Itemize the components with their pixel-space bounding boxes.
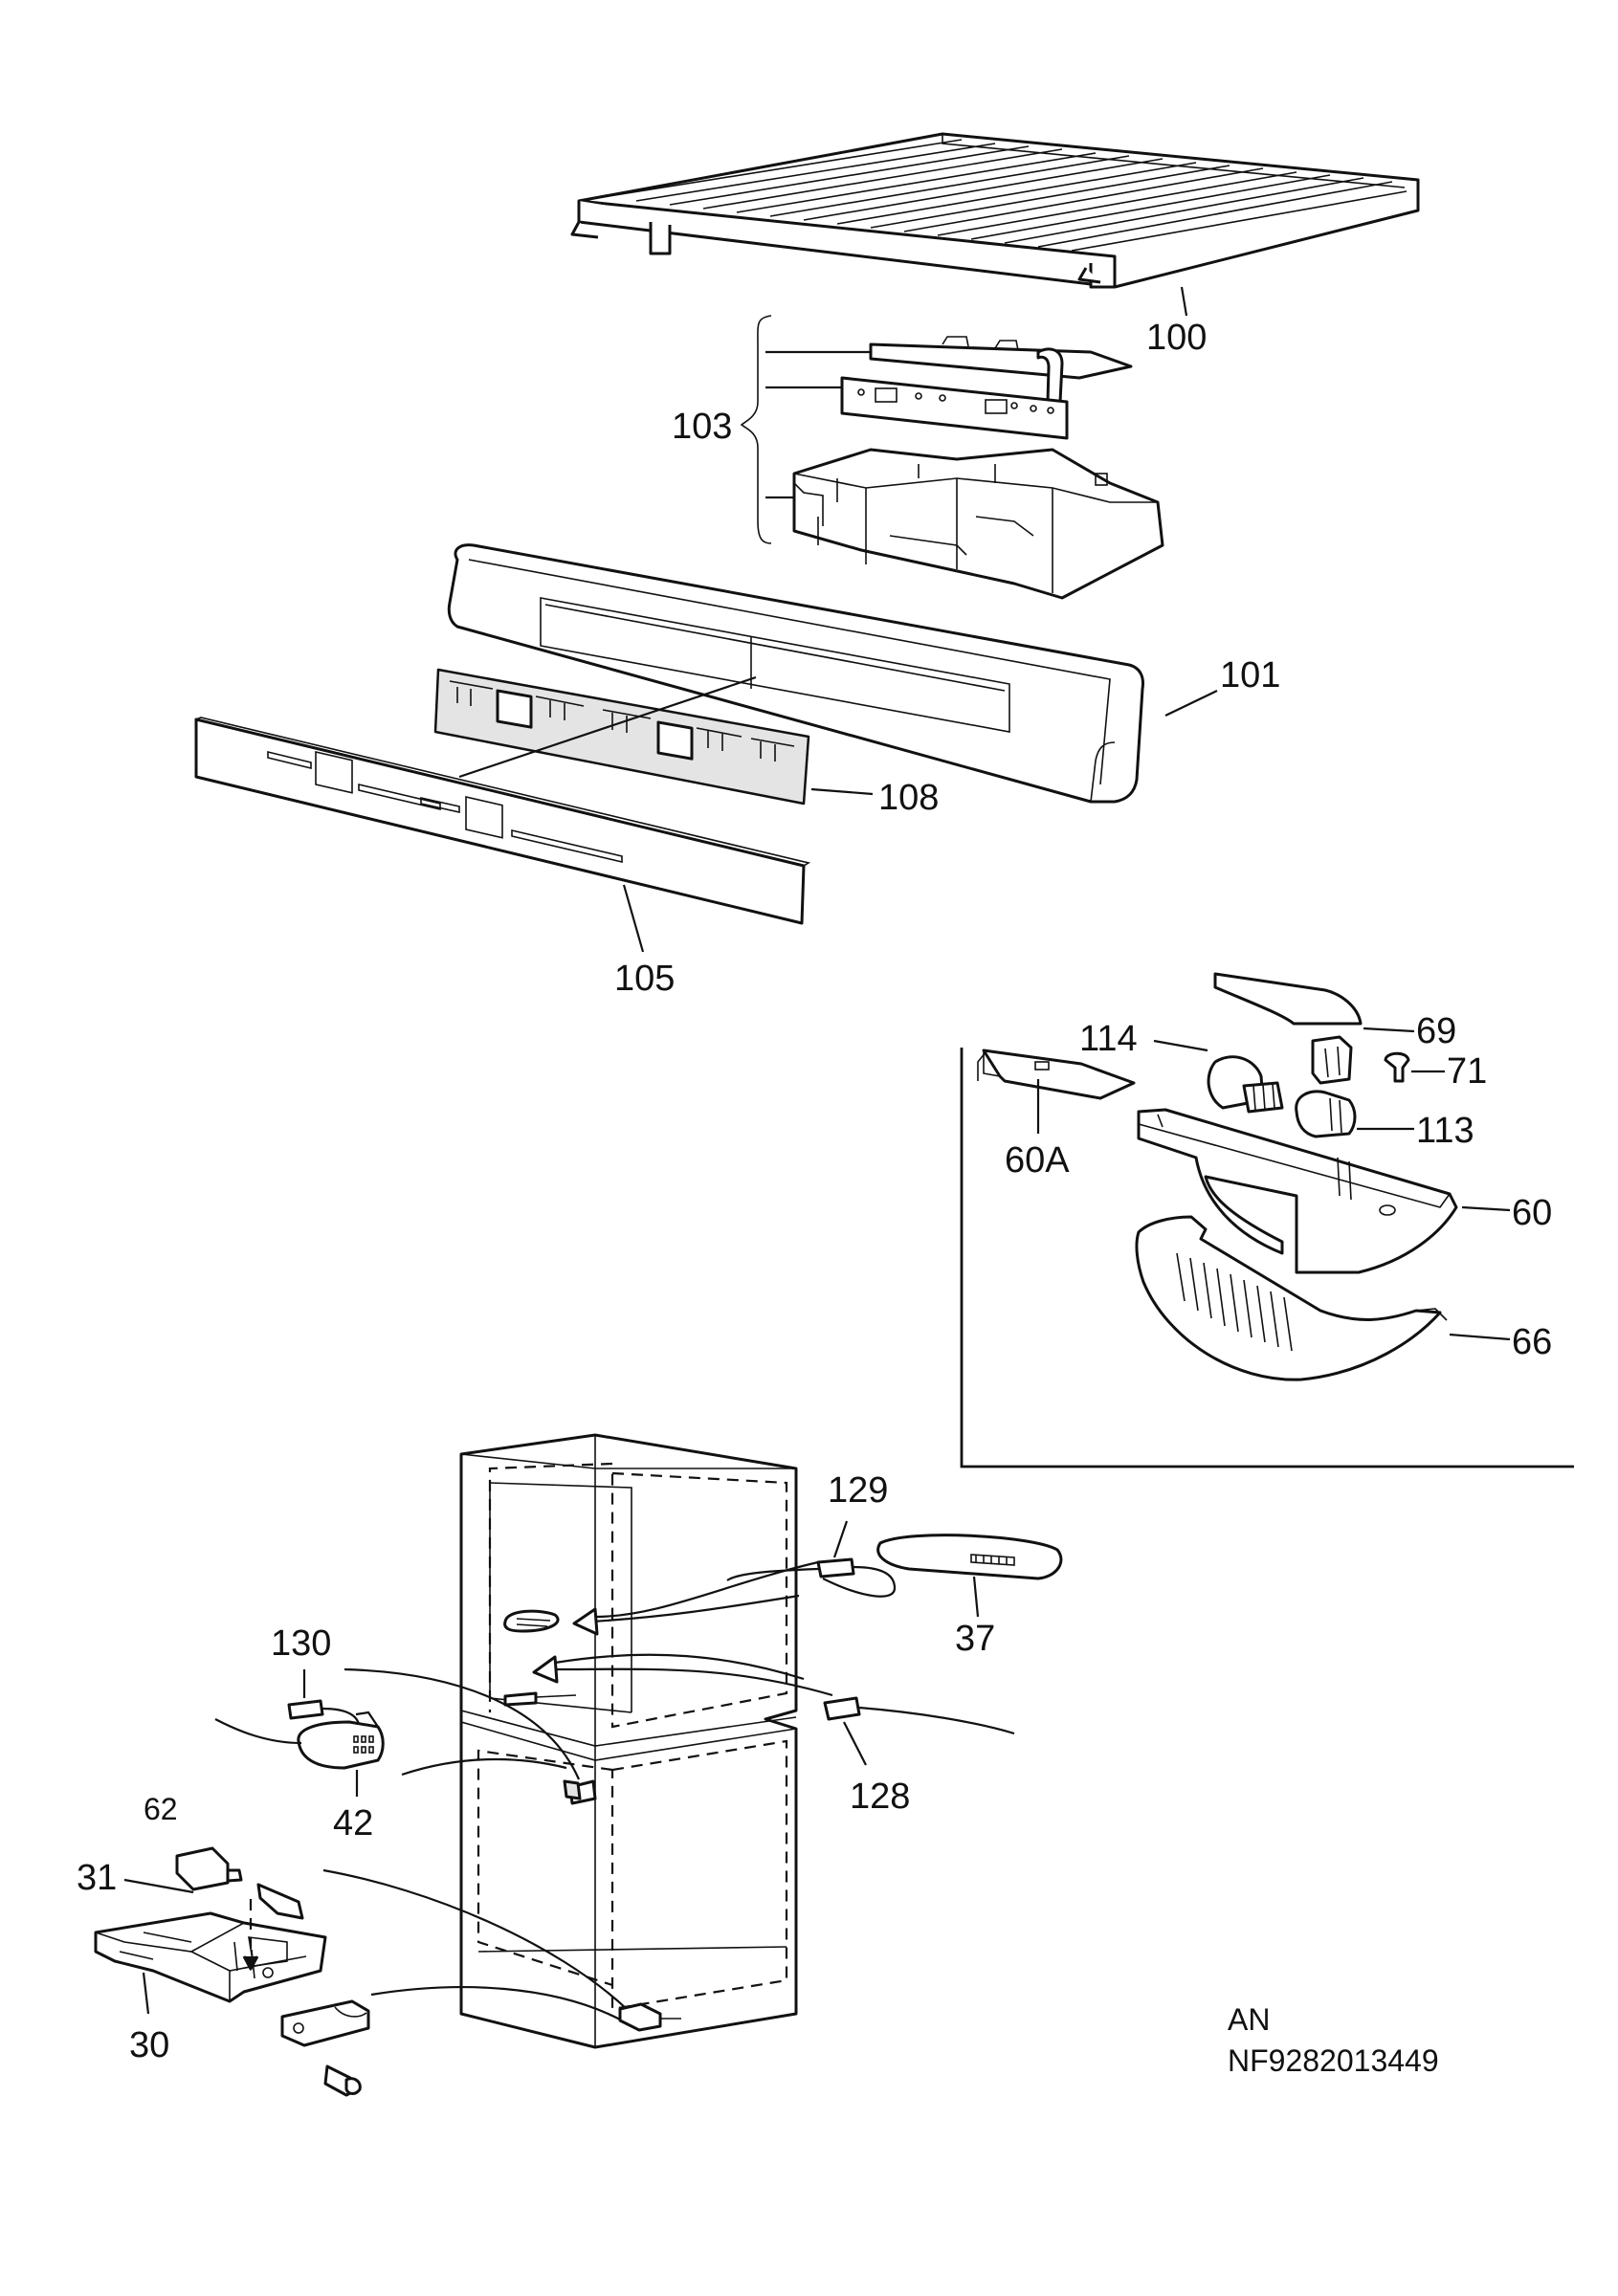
- sensor-part-128: [823, 1696, 1015, 1735]
- arrow-to-light: [590, 1594, 800, 1623]
- leader-100: [1180, 286, 1188, 317]
- label-30: 30: [129, 2025, 169, 2065]
- panel-housing-part-101: [447, 543, 1144, 804]
- label-66: 66: [1512, 1322, 1552, 1362]
- label-60A: 60A: [1005, 1140, 1070, 1181]
- lamp-lid-part-69: [1213, 972, 1363, 1026]
- label-114: 114: [1079, 1019, 1138, 1059]
- diffuser-part-66: [1135, 1215, 1448, 1381]
- label-100: 100: [1146, 318, 1207, 358]
- button-part-71: [1384, 1051, 1410, 1083]
- label-105: 105: [614, 959, 675, 999]
- lower-socket: [618, 2002, 662, 2032]
- leader-101: [1164, 690, 1218, 717]
- sensor-tip-inside: [503, 1691, 538, 1707]
- label-128: 128: [850, 1777, 910, 1817]
- trim-strip-part-105: [194, 717, 811, 925]
- label-108: 108: [878, 778, 939, 818]
- board-assembly-part-103: [792, 336, 1164, 600]
- key-panel-part-108: [433, 668, 810, 806]
- refrigerator-cabinet: [459, 1433, 798, 2049]
- label-130: 130: [271, 1623, 331, 1664]
- label-103: 103: [672, 407, 732, 447]
- plug-part-31: [175, 1846, 304, 1920]
- footer-line-2: NF9282013449: [1228, 2043, 1439, 2078]
- bracket-part-60A: [977, 1049, 1136, 1100]
- label-60: 60: [1512, 1193, 1552, 1233]
- label-101: 101: [1220, 655, 1280, 695]
- label-69: 69: [1416, 1011, 1456, 1051]
- socket-clip: [1311, 1035, 1353, 1085]
- shelf-part-100: [570, 132, 1420, 289]
- bracket-103: [740, 315, 772, 544]
- label-71: 71: [1447, 1051, 1487, 1092]
- inset-frame: [960, 1048, 1574, 1468]
- thermostat-part-42: [214, 1711, 385, 1770]
- label-113: 113: [1416, 1111, 1474, 1151]
- sensor-probe-part-129: [726, 1557, 897, 1598]
- lamp-housing-part-60: [1137, 1108, 1458, 1274]
- label-129: 129: [828, 1470, 888, 1511]
- bulb-part-114: [1207, 1055, 1284, 1114]
- light-cover-part-37: [876, 1534, 1063, 1580]
- label-62: 62: [144, 1792, 178, 1826]
- label-37: 37: [955, 1619, 995, 1659]
- leader-108: [810, 787, 874, 796]
- label-42: 42: [333, 1803, 373, 1843]
- bottom-plate: [280, 1999, 370, 2097]
- footer-line-1: AN: [1228, 2002, 1270, 2037]
- mounting-bracket-part-30: [94, 1899, 327, 2003]
- lamp-holder-part-113: [1295, 1090, 1357, 1138]
- label-31: 31: [77, 1858, 117, 1898]
- sensor-probe-part-130: [287, 1699, 361, 1725]
- arrow-to-sensor: [554, 1653, 805, 1681]
- leader-105: [622, 884, 645, 953]
